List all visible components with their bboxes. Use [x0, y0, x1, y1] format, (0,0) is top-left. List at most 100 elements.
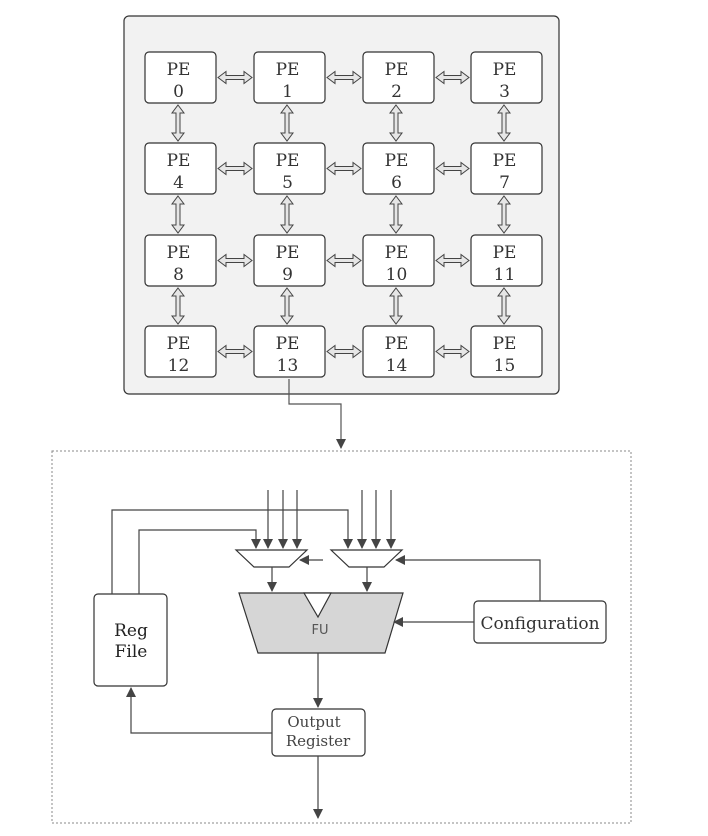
pe-label-prefix: PE [167, 334, 191, 354]
pe-label-prefix: PE [167, 60, 191, 80]
reg-file-label-line2: File [115, 642, 148, 662]
link-h-pe10-pe11 [435, 253, 470, 268]
link-h-pe8-pe9 [217, 253, 253, 268]
pe-label-prefix: PE [385, 151, 409, 171]
pe-label-prefix: PE [276, 151, 300, 171]
link-h-pe5-pe6 [326, 161, 362, 176]
link-v-pe2-pe6 [389, 104, 403, 142]
pe-label-number: 8 [173, 265, 184, 285]
configuration-label: Configuration [480, 614, 599, 634]
pe-box [362, 325, 435, 378]
pe-label-prefix: PE [276, 334, 300, 354]
pe-label-number: 11 [494, 265, 516, 285]
link-v-pe8-pe12 [171, 287, 185, 325]
pe-0: PE0 [144, 51, 217, 104]
reg-file-label-line1: Reg [114, 621, 148, 641]
fu-label: FU [312, 623, 329, 638]
pe-8: PE8 [144, 234, 217, 287]
left-mux [234, 549, 309, 568]
output-register-label-line2: Register [286, 732, 351, 750]
reg-file-box [93, 593, 168, 687]
pe-5: PE5 [253, 142, 326, 195]
pe-label-number: 15 [494, 356, 516, 376]
link-v-pe10-pe14 [389, 287, 403, 325]
pe-label-number: 4 [173, 173, 184, 193]
pe-label-prefix: PE [276, 243, 300, 263]
pe13-expansion-connector [288, 379, 346, 449]
link-h-pe0-pe1 [217, 70, 253, 85]
pe-6: PE6 [362, 142, 435, 195]
link-v-pe9-pe13 [280, 287, 294, 325]
pe-3: PE3 [470, 51, 543, 104]
link-h-pe9-pe10 [326, 253, 362, 268]
pe-label-number: 0 [173, 82, 184, 102]
pe-1: PE1 [253, 51, 326, 104]
pe-label-number: 14 [386, 356, 408, 376]
pe-label-number: 2 [391, 82, 402, 102]
pe-box [144, 51, 217, 104]
link-h-pe4-pe5 [217, 161, 253, 176]
pe-box [253, 234, 326, 287]
pe-box [470, 51, 543, 104]
pe-label-prefix: PE [385, 243, 409, 263]
pe-label-prefix: PE [493, 151, 517, 171]
pe-label-number: 5 [282, 173, 293, 193]
pe-box [144, 234, 217, 287]
link-h-pe14-pe15 [435, 344, 470, 359]
pe-label-number: 9 [282, 265, 293, 285]
pe-label-number: 3 [499, 82, 510, 102]
link-v-pe6-pe10 [389, 195, 403, 234]
pe-label-prefix: PE [493, 243, 517, 263]
pe-array-container [123, 15, 560, 395]
link-h-pe6-pe7 [435, 161, 470, 176]
link-v-pe7-pe11 [497, 195, 511, 234]
functional-unit [238, 592, 404, 654]
pe-7: PE7 [470, 142, 543, 195]
link-v-pe5-pe9 [280, 195, 294, 234]
regfile-to-left-mux-line [138, 529, 261, 594]
pe-2: PE2 [362, 51, 435, 104]
regfile-to-right-mux-line [111, 509, 353, 594]
pe-label-number: 10 [386, 265, 408, 285]
pe-label-number: 12 [168, 356, 190, 376]
pe-box [470, 325, 543, 378]
fu-input-notch [302, 592, 333, 619]
link-v-pe3-pe7 [497, 104, 511, 142]
config-to-right-mux-line [395, 555, 541, 601]
pe-detail-box [51, 450, 632, 824]
pe-label-prefix: PE [385, 334, 409, 354]
output-to-regfile-line [126, 687, 272, 734]
pe-box [362, 51, 435, 104]
pe-label-prefix: PE [276, 60, 300, 80]
pe-label-prefix: PE [385, 60, 409, 80]
pe-grid: PE0PE1PE2PE3PE4PE5PE6PE7PE8PE9PE10PE11PE… [144, 51, 543, 378]
pe-label-prefix: PE [493, 60, 517, 80]
pe-links [171, 70, 511, 359]
link-v-pe4-pe8 [171, 195, 185, 234]
pe-label-number: 13 [277, 356, 299, 376]
pe-label-number: 7 [499, 173, 510, 193]
pe-label-prefix: PE [493, 334, 517, 354]
pe-label-number: 1 [282, 82, 293, 102]
link-v-pe11-pe15 [497, 287, 511, 325]
link-h-pe2-pe3 [435, 70, 470, 85]
link-h-pe12-pe13 [217, 344, 253, 359]
pe-9: PE9 [253, 234, 326, 287]
pe-box [470, 234, 543, 287]
link-h-pe13-pe14 [326, 344, 362, 359]
pe-box [362, 234, 435, 287]
pe-box [253, 325, 326, 378]
pe-box [253, 51, 326, 104]
link-v-pe1-pe5 [280, 104, 294, 142]
pe-box [362, 142, 435, 195]
pe-box [253, 142, 326, 195]
pe-label-prefix: PE [167, 151, 191, 171]
pe-4: PE4 [144, 142, 217, 195]
pe-box [470, 142, 543, 195]
